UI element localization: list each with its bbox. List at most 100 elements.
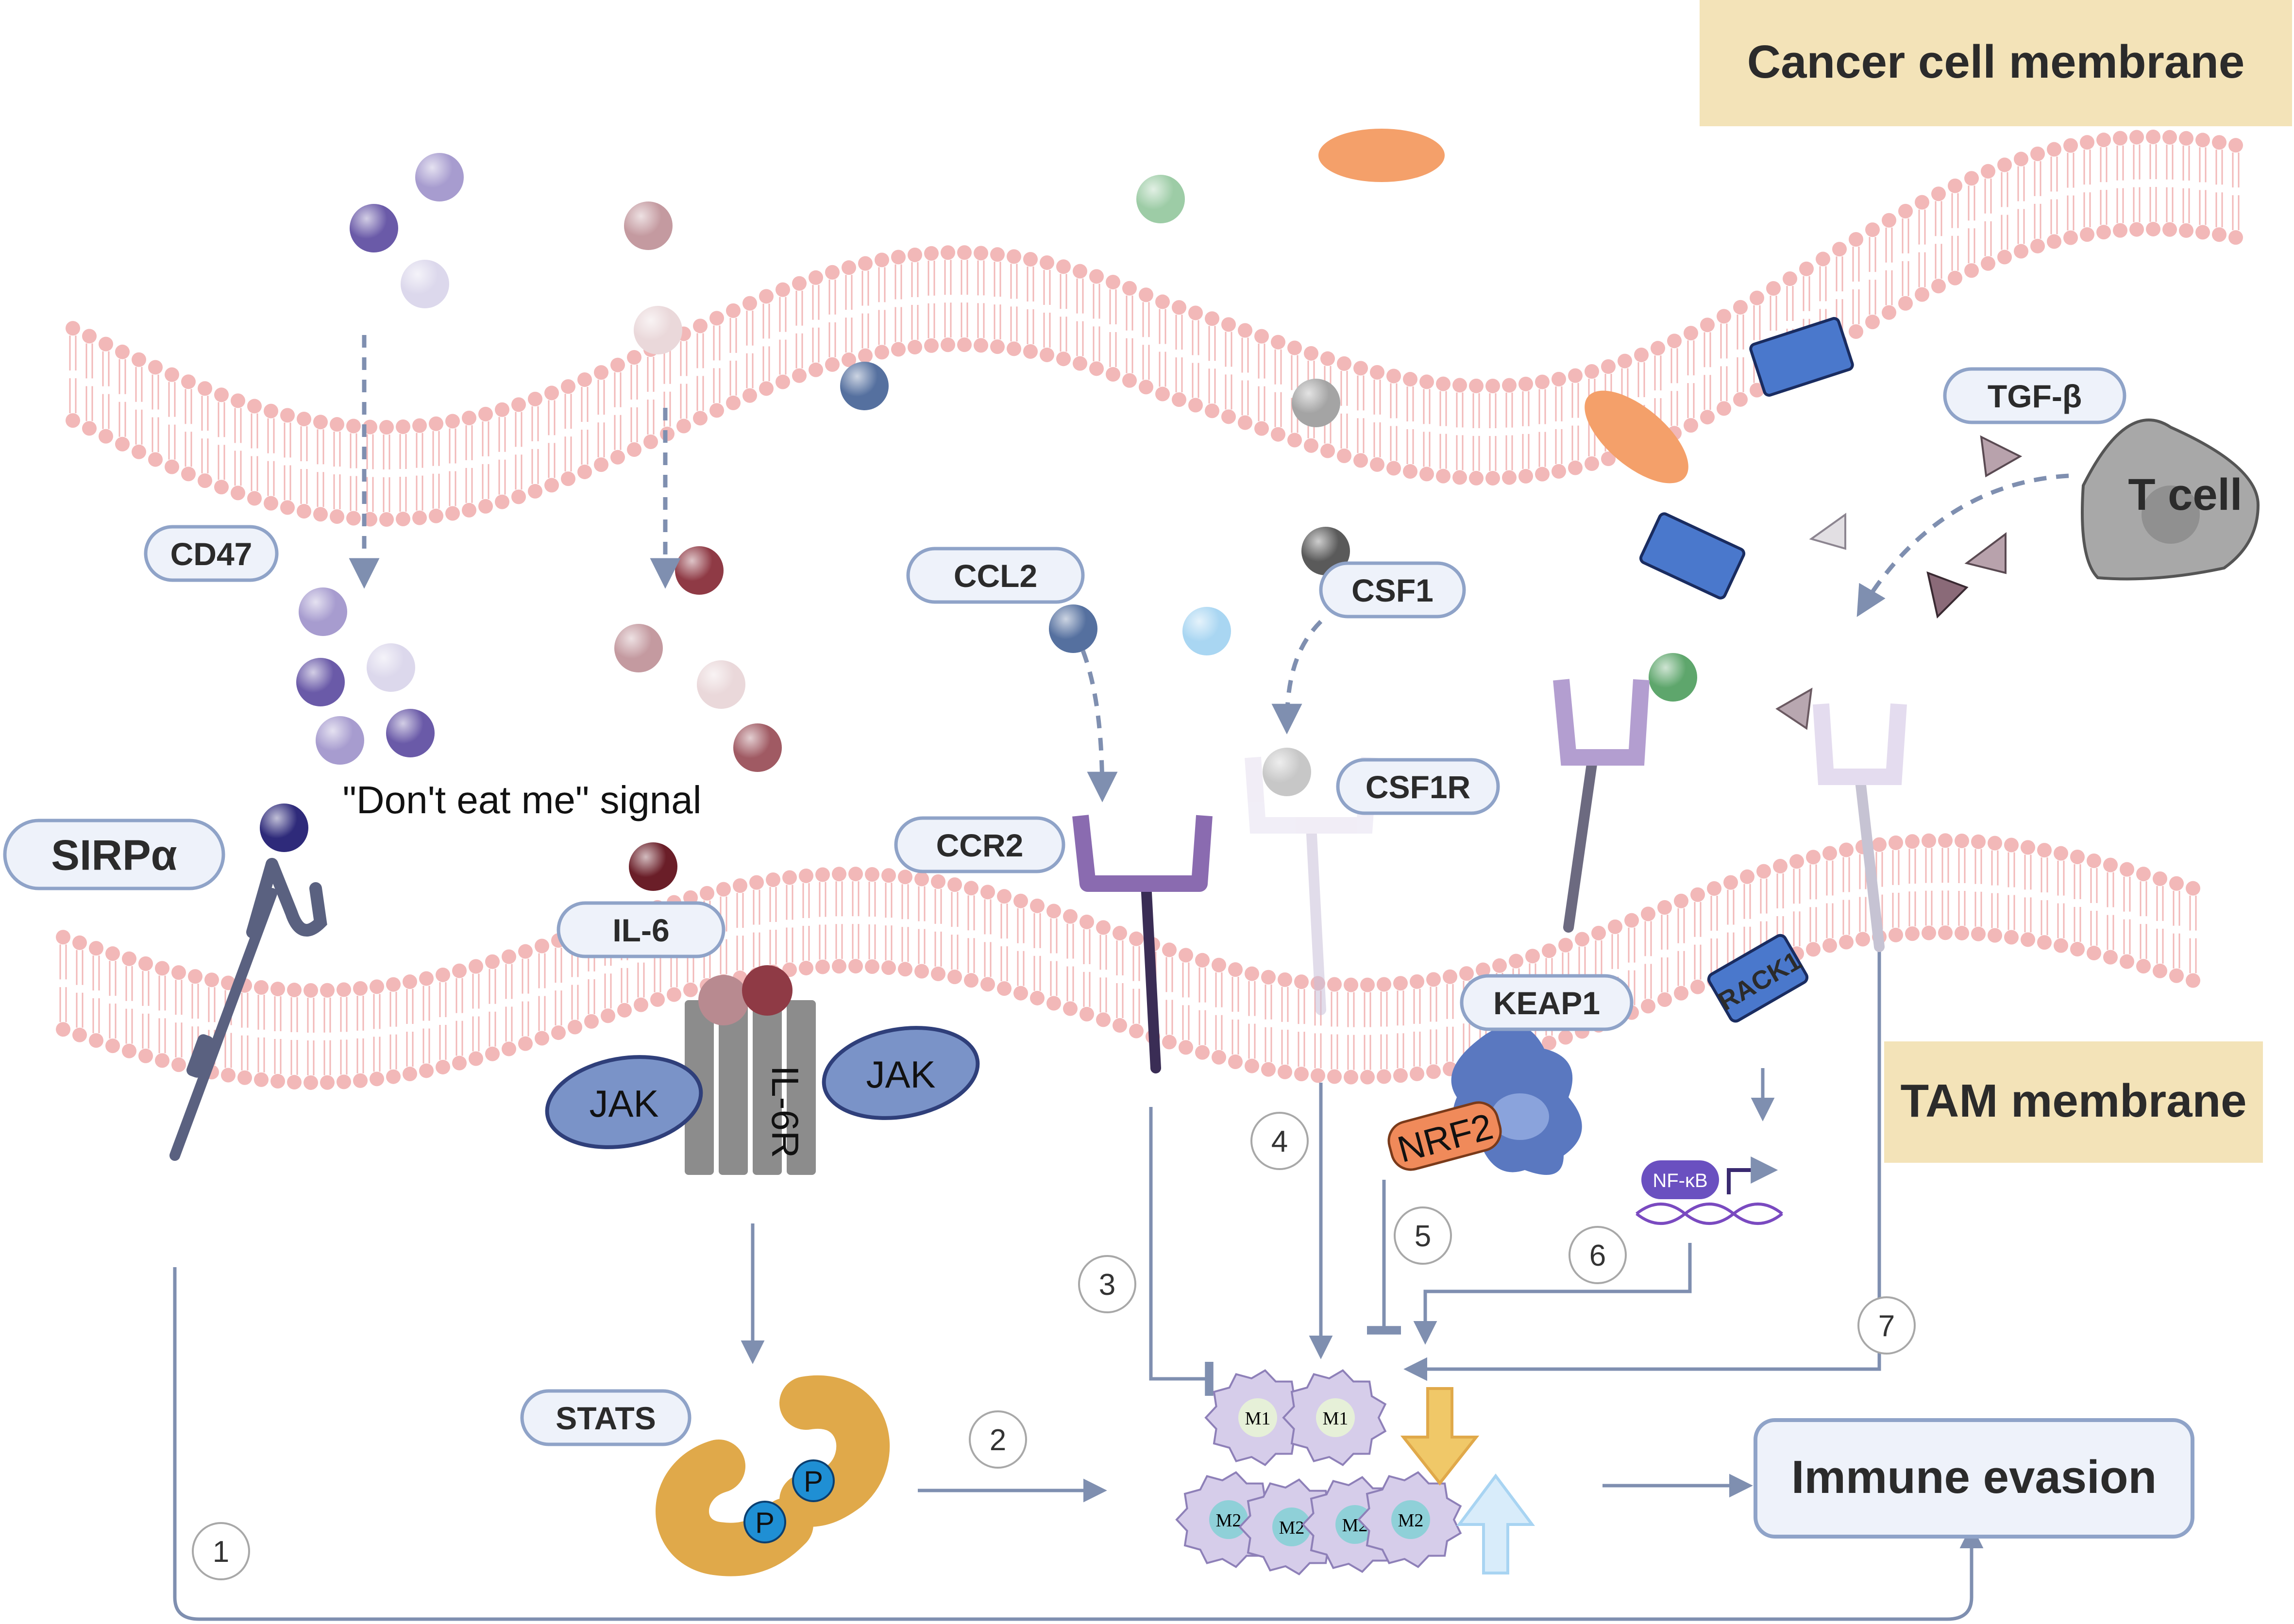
- m1-label: M1: [1323, 1408, 1349, 1429]
- ccr2-label: CCR2: [936, 827, 1024, 863]
- ccr2-receptor: [1072, 815, 1213, 1073]
- ccr2-label-pill: CCR2: [894, 816, 1065, 873]
- tam-membrane-box: TAM membrane: [1884, 1041, 2263, 1163]
- ligand-ball: [296, 658, 345, 706]
- pathway-number-3: 3: [1078, 1255, 1136, 1313]
- m1-m2-shift-arrows: [1400, 1387, 1535, 1574]
- ligand-ball: [634, 306, 682, 354]
- pathway-7-arrow: [1403, 947, 1881, 1381]
- ligand-ball: [1649, 653, 1697, 702]
- il6r-label: IL-6R: [764, 1066, 807, 1158]
- immune-evasion-box: Immune evasion: [1754, 1418, 2194, 1539]
- cancer-membrane-box: Cancer cell membrane: [1700, 0, 2292, 126]
- csf1r-label: CSF1R: [1366, 769, 1470, 805]
- ligand-ball: [697, 660, 745, 709]
- ligand-ball: [386, 709, 435, 757]
- pathway-number-label: 1: [213, 1535, 229, 1569]
- m2-label: M2: [1279, 1518, 1305, 1538]
- cd47-label-pill: CD47: [144, 525, 279, 582]
- immune-evasion-label: Immune evasion: [1791, 1451, 2157, 1503]
- sirpa-label-pill: SIRPα: [3, 819, 225, 890]
- jak-label-right: JAK: [866, 1053, 935, 1096]
- phospho-label-1: P: [804, 1465, 823, 1498]
- pathway-number-1: 1: [192, 1522, 250, 1580]
- unknown-receptor: [1553, 679, 1650, 933]
- ligand-ball: [840, 362, 889, 410]
- csf1r-label-pill: CSF1R: [1336, 758, 1500, 815]
- pathway-1-arrow: [173, 1267, 1984, 1621]
- ligand-ball: [624, 201, 673, 250]
- ligand-ball: [1136, 175, 1185, 223]
- pathway-number-5: 5: [1394, 1206, 1452, 1265]
- sirpa-receptor: [169, 804, 327, 1161]
- pathway-number-label: 6: [1589, 1239, 1606, 1272]
- tcell-label: T cell: [2128, 470, 2242, 519]
- pathway-number-label: 2: [990, 1423, 1006, 1457]
- pathway-number-4: 4: [1250, 1112, 1309, 1170]
- il6-label-pill: IL-6: [557, 901, 725, 958]
- tgfb-receptor: [1775, 687, 1907, 952]
- il6r-complex: IL-6R JAK JAK: [545, 965, 980, 1175]
- ligand-ball: [1292, 379, 1340, 427]
- tam-membrane-label: TAM membrane: [1900, 1075, 2246, 1127]
- pathway-number-label: 7: [1878, 1309, 1895, 1343]
- tcell: T cell: [2081, 419, 2260, 581]
- jak-label-left: JAK: [589, 1082, 658, 1125]
- sirpa-label: SIRPα: [51, 831, 177, 879]
- pathway-number-2: 2: [969, 1410, 1027, 1469]
- decor-blocks: [1318, 129, 1854, 600]
- pathway-arrows: [173, 947, 1984, 1621]
- csf1-csf1r-arrow: [1271, 619, 1323, 735]
- m2-label: M2: [1398, 1510, 1424, 1531]
- tgfb-triangles: [1809, 435, 2023, 619]
- pathway-number-7: 7: [1857, 1296, 1916, 1355]
- m1-macrophage: M1: [1282, 1369, 1387, 1466]
- ligand-ball: [367, 643, 415, 692]
- nfkb: NF-κB: [1636, 1156, 1783, 1225]
- stats-label: STATS: [556, 1400, 656, 1436]
- ligand-ball: [629, 842, 677, 891]
- nfkb-label: NF-κB: [1653, 1170, 1707, 1191]
- pathway-6-arrow: [1413, 1243, 1692, 1345]
- csf1-label-pill: CSF1: [1319, 561, 1466, 619]
- cancer-membrane-label: Cancer cell membrane: [1747, 36, 2245, 88]
- ligand-ball: [415, 153, 464, 201]
- tgfb-arrow: [1856, 473, 2069, 617]
- dashed-arrows: [349, 335, 2069, 803]
- keap1-nrf2: NRF2: [1387, 1024, 1582, 1175]
- rack1: RACK1: [1707, 934, 1809, 1023]
- tgfb-label: TGF-β: [1988, 378, 2082, 414]
- keap1-label: KEAP1: [1493, 985, 1600, 1021]
- ligand-ball: [299, 587, 347, 636]
- ligand-ball: [1182, 607, 1231, 655]
- tgfb-label-pill: TGF-β: [1943, 367, 2126, 424]
- ligand-ball: [733, 723, 782, 772]
- pathway-3-inhibit: [1149, 1107, 1214, 1396]
- phospho-label-2: P: [755, 1507, 775, 1539]
- ligand-ball: [614, 624, 663, 672]
- cd47-label: CD47: [170, 536, 253, 572]
- ligand-ball: [350, 204, 398, 252]
- m1-macrophage: M1: [1204, 1369, 1309, 1466]
- ligand-ball: [1049, 604, 1097, 653]
- il6-label: IL-6: [612, 912, 669, 948]
- pathway-number-label: 4: [1271, 1125, 1288, 1158]
- m1-label: M1: [1245, 1408, 1271, 1429]
- keap1-label-pill: KEAP1: [1460, 974, 1634, 1031]
- m2-macrophage: M2: [1357, 1471, 1462, 1568]
- ligand-ball: [675, 546, 724, 595]
- pathway-number-circles: 1 2 3 4 5 6 7: [192, 1112, 1916, 1580]
- m2-label: M2: [1216, 1510, 1242, 1531]
- ligand-ball: [316, 716, 364, 765]
- csf1-label: CSF1: [1351, 572, 1434, 608]
- ligand-ball: [401, 260, 449, 308]
- stats-label-pill: STATS: [520, 1389, 692, 1446]
- pathway-number-6: 6: [1569, 1226, 1627, 1284]
- ccl2-label-pill: CCL2: [906, 547, 1085, 604]
- ccl2-label: CCL2: [954, 558, 1037, 594]
- dont-eat-me-label: "Don't eat me" signal: [342, 778, 701, 821]
- stats-dimer: P P: [656, 1375, 890, 1576]
